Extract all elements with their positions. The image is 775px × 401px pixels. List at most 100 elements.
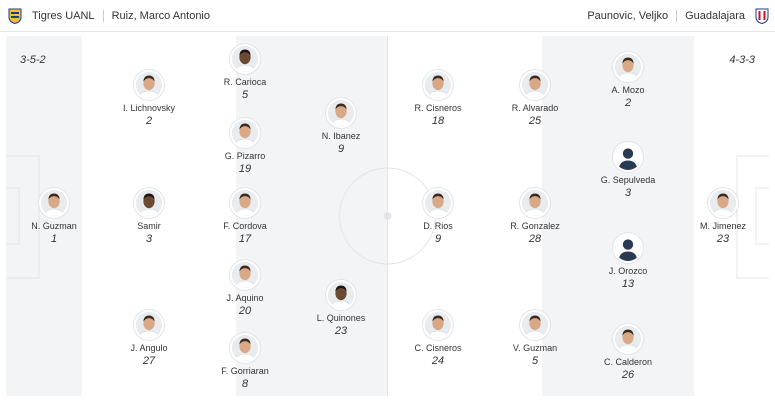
player-photo[interactable] bbox=[326, 98, 356, 128]
player-marker[interactable]: N. Guzman 1 bbox=[9, 188, 99, 245]
player-photo[interactable] bbox=[326, 280, 356, 310]
player-number: 26 bbox=[621, 369, 635, 381]
player-name: F. Cordova bbox=[223, 221, 267, 231]
player-number: 28 bbox=[528, 233, 542, 245]
player-number: 1 bbox=[50, 233, 58, 245]
player-marker[interactable]: G. Pizarro 19 bbox=[200, 118, 290, 175]
player-name: N. Ibanez bbox=[321, 131, 361, 141]
player-name: M. Jimenez bbox=[699, 221, 746, 231]
player-number: 19 bbox=[238, 163, 252, 175]
player-marker[interactable]: V. Guzman 5 bbox=[490, 310, 580, 367]
player-name: F. Gorriaran bbox=[221, 366, 269, 376]
player-marker[interactable]: J. Aquino 20 bbox=[200, 260, 290, 317]
player-name: G. Pizarro bbox=[224, 151, 266, 161]
player-marker[interactable]: J. Orozco 13 bbox=[583, 233, 673, 290]
player-marker[interactable]: D. Rios 9 bbox=[393, 188, 483, 245]
home-team-name[interactable]: Tigres UANL bbox=[32, 10, 95, 22]
player-number: 17 bbox=[238, 233, 252, 245]
player-marker[interactable]: C. Calderon 26 bbox=[583, 324, 673, 381]
player-name: C. Cisneros bbox=[414, 343, 462, 353]
chivas-crest-icon[interactable] bbox=[755, 8, 769, 24]
player-marker[interactable]: R. Alvarado 25 bbox=[490, 70, 580, 127]
player-photo[interactable] bbox=[520, 310, 550, 340]
player-photo[interactable] bbox=[230, 188, 260, 218]
player-name: V. Guzman bbox=[512, 343, 558, 353]
player-name: I. Lichnovsky bbox=[122, 103, 176, 113]
player-name: G. Sepulveda bbox=[600, 175, 656, 185]
player-number: 2 bbox=[145, 115, 153, 127]
player-number: 2 bbox=[624, 97, 632, 109]
player-photo[interactable] bbox=[520, 188, 550, 218]
player-name: D. Rios bbox=[423, 221, 453, 231]
player-marker[interactable]: A. Mozo 2 bbox=[583, 52, 673, 109]
player-photo[interactable] bbox=[39, 188, 69, 218]
player-name: J. Angulo bbox=[130, 343, 168, 353]
player-number: 13 bbox=[621, 278, 635, 290]
player-name: J. Aquino bbox=[226, 293, 264, 303]
match-lineup-header: Tigres UANL Ruiz, Marco Antonio Paunovic… bbox=[0, 0, 775, 32]
home-formation: 3-5-2 bbox=[20, 54, 46, 66]
player-photo[interactable] bbox=[423, 188, 453, 218]
player-name: L. Quinones bbox=[316, 313, 366, 323]
player-photo[interactable] bbox=[230, 260, 260, 290]
player-photo[interactable] bbox=[708, 188, 738, 218]
player-photo[interactable] bbox=[423, 70, 453, 100]
player-photo[interactable] bbox=[230, 333, 260, 363]
player-number: 25 bbox=[528, 115, 542, 127]
player-photo[interactable] bbox=[230, 118, 260, 148]
header-divider bbox=[102, 10, 104, 22]
header-divider bbox=[676, 10, 678, 22]
player-name: A. Mozo bbox=[611, 85, 645, 95]
player-photo[interactable] bbox=[134, 188, 164, 218]
player-marker[interactable]: L. Quinones 23 bbox=[296, 280, 386, 337]
away-team-name[interactable]: Guadalajara bbox=[685, 10, 745, 22]
player-photo[interactable] bbox=[613, 324, 643, 354]
player-number: 18 bbox=[431, 115, 445, 127]
player-marker[interactable]: R. Cisneros 18 bbox=[393, 70, 483, 127]
player-name: Samir bbox=[137, 221, 161, 231]
player-name: J. Orozco bbox=[608, 266, 648, 276]
player-number: 24 bbox=[431, 355, 445, 367]
pitch-markings bbox=[6, 36, 769, 396]
player-name: C. Calderon bbox=[603, 357, 653, 367]
away-formation: 4-3-3 bbox=[729, 54, 755, 66]
player-name: N. Guzman bbox=[31, 221, 77, 231]
pitch-stripe bbox=[388, 36, 542, 396]
player-marker[interactable]: M. Jimenez 23 bbox=[678, 188, 768, 245]
player-number: 9 bbox=[337, 143, 345, 155]
player-photo[interactable] bbox=[134, 70, 164, 100]
player-number: 23 bbox=[334, 325, 348, 337]
player-name: R. Alvarado bbox=[511, 103, 559, 113]
player-photo[interactable] bbox=[423, 310, 453, 340]
player-marker[interactable]: F. Gorriaran 8 bbox=[200, 333, 290, 390]
player-number: 8 bbox=[241, 378, 249, 390]
player-marker[interactable]: J. Angulo 27 bbox=[104, 310, 194, 367]
player-marker[interactable]: F. Cordova 17 bbox=[200, 188, 290, 245]
player-photo[interactable] bbox=[134, 310, 164, 340]
home-team-info: Tigres UANL Ruiz, Marco Antonio bbox=[8, 0, 210, 32]
player-silhouette-icon[interactable] bbox=[613, 142, 643, 172]
player-number: 5 bbox=[241, 89, 249, 101]
player-photo[interactable] bbox=[230, 44, 260, 74]
player-marker[interactable]: N. Ibanez 9 bbox=[296, 98, 386, 155]
player-marker[interactable]: C. Cisneros 24 bbox=[393, 310, 483, 367]
player-number: 5 bbox=[531, 355, 539, 367]
player-name: R. Cisneros bbox=[414, 103, 462, 113]
player-photo[interactable] bbox=[613, 52, 643, 82]
tigres-crest-icon[interactable] bbox=[8, 8, 22, 24]
player-number: 27 bbox=[142, 355, 156, 367]
player-marker[interactable]: I. Lichnovsky 2 bbox=[104, 70, 194, 127]
player-number: 9 bbox=[434, 233, 442, 245]
player-number: 20 bbox=[238, 305, 252, 317]
home-coach-name[interactable]: Ruiz, Marco Antonio bbox=[111, 10, 210, 22]
player-photo[interactable] bbox=[520, 70, 550, 100]
player-number: 23 bbox=[716, 233, 730, 245]
player-silhouette-icon[interactable] bbox=[613, 233, 643, 263]
away-team-info: Paunovic, Veljko Guadalajara bbox=[587, 0, 769, 32]
away-coach-name[interactable]: Paunovic, Veljko bbox=[587, 10, 669, 22]
